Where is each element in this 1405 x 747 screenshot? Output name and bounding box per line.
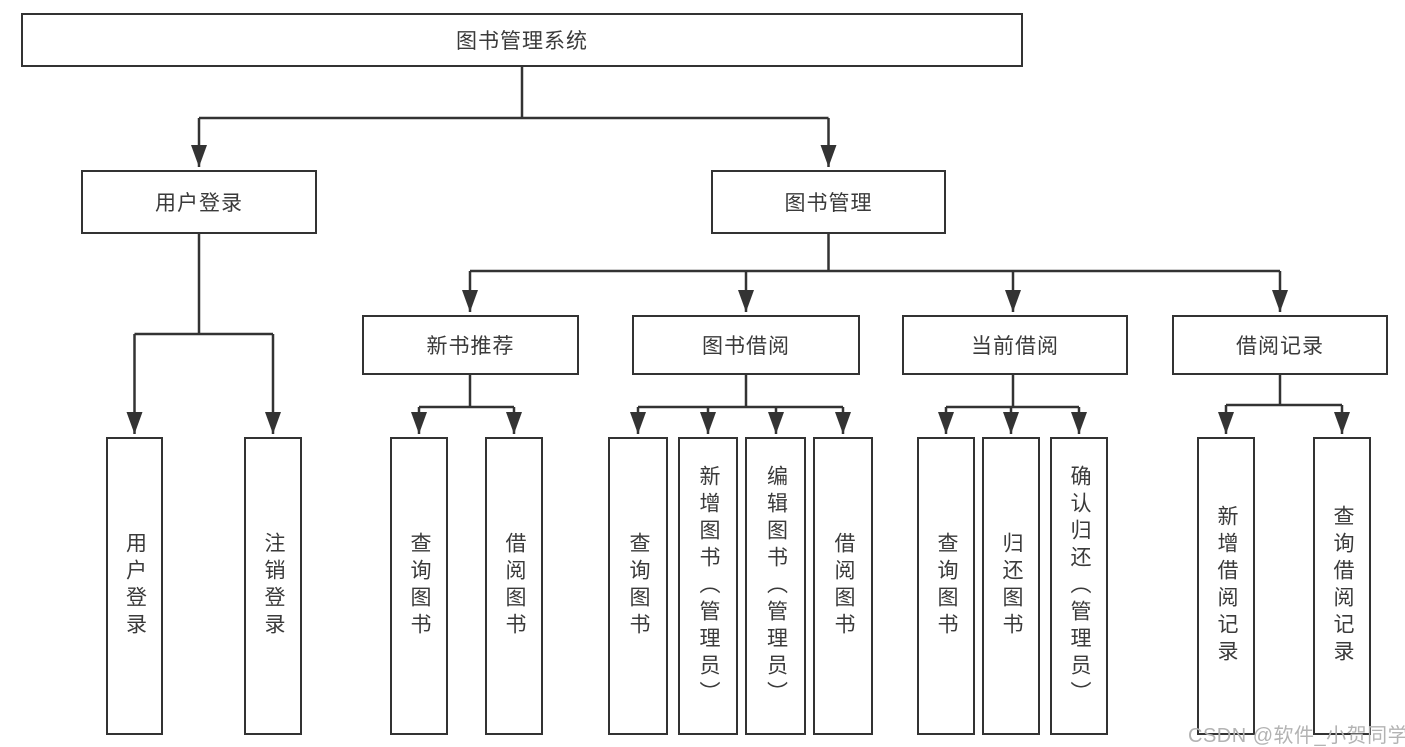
leaf-add-borrow-record: 新增借阅记录 <box>1197 437 1255 735</box>
leaf-current-query-book: 查询图书 <box>917 437 975 735</box>
node-borrow-record: 借阅记录 <box>1172 315 1388 375</box>
leaf-logout-login: 注销登录 <box>244 437 302 735</box>
csdn-watermark: CSDN @软件_小贺同学 <box>1188 725 1405 747</box>
node-root: 图书管理系统 <box>21 13 1023 67</box>
leaf-borrow-query-book: 查询图书 <box>608 437 668 735</box>
leaf-recommend-query-book: 查询图书 <box>390 437 448 735</box>
leaf-add-book-admin: 新增图书（管理员） <box>678 437 738 735</box>
leaf-return-book: 归还图书 <box>982 437 1040 735</box>
leaf-confirm-return-admin: 确认归还（管理员） <box>1050 437 1108 735</box>
node-book-borrow: 图书借阅 <box>632 315 860 375</box>
leaf-borrow-book: 借阅图书 <box>813 437 873 735</box>
node-new-book-recommend: 新书推荐 <box>362 315 579 375</box>
leaf-edit-book-admin: 编辑图书（管理员） <box>745 437 806 735</box>
leaf-recommend-borrow-book: 借阅图书 <box>485 437 543 735</box>
node-user-login: 用户登录 <box>81 170 317 234</box>
node-current-borrow: 当前借阅 <box>902 315 1128 375</box>
node-book-management: 图书管理 <box>711 170 946 234</box>
leaf-user-login: 用户登录 <box>106 437 163 735</box>
leaf-query-borrow-record: 查询借阅记录 <box>1313 437 1371 735</box>
